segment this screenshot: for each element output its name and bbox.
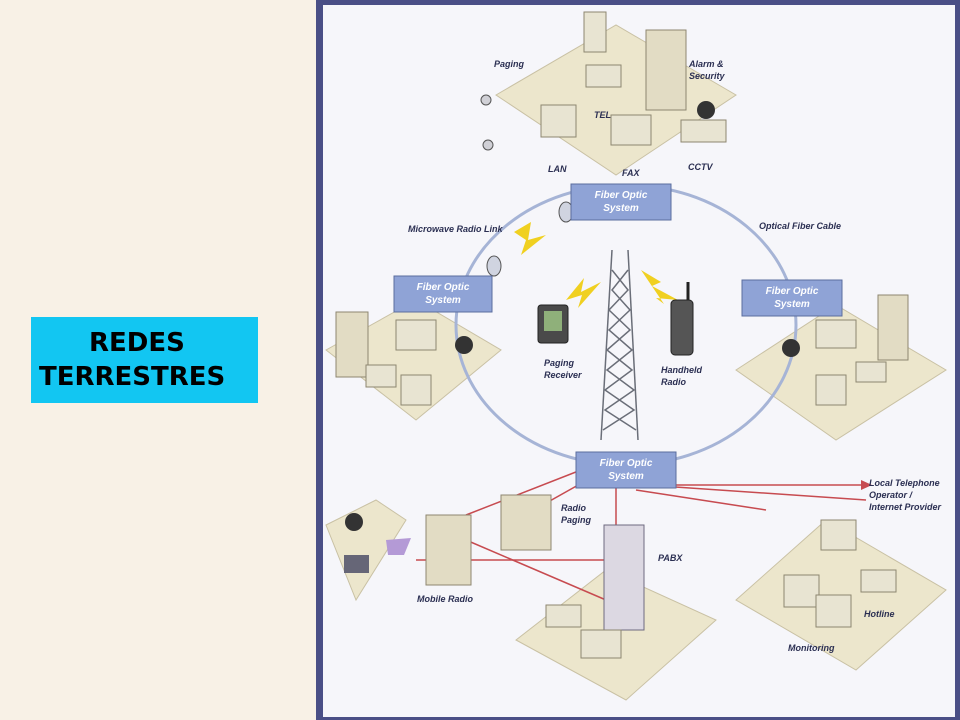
right-floor-platform <box>735 304 947 441</box>
label-paging: Paging <box>494 59 525 69</box>
monitoring-computer-icon <box>783 574 820 608</box>
fiber-box-label-line-2: System <box>608 471 644 482</box>
slide-title-box: REDES TERRESTRES <box>31 317 258 403</box>
fiber-box-label-line-1: Fiber Optic <box>766 286 819 297</box>
right-telephone-icon <box>855 361 887 383</box>
mobile-radio-antenna-icon <box>386 538 411 555</box>
label-cctv: CCTV <box>688 162 713 172</box>
label-pabx: PABX <box>658 553 683 563</box>
alarm-security-cabinet-icon <box>645 29 687 111</box>
label-local-telephone-line-2: Operator / <box>869 490 914 500</box>
cctv-monitor-icon <box>680 119 727 143</box>
fiber-optic-system-box-left: Fiber Optic System <box>393 275 493 313</box>
speaker-icon <box>480 94 492 106</box>
lan-computer-icon <box>540 104 577 138</box>
hotline-telephone-icon <box>860 569 897 593</box>
fax-icon <box>610 114 652 146</box>
left-cctv-icon <box>455 336 473 354</box>
fiber-box-label-line-1: Fiber Optic <box>595 190 648 201</box>
network-diagram-frame: Fiber Optic System Fiber Optic System Fi… <box>316 0 960 720</box>
fiber-optic-system-box-bottom: Fiber Optic System <box>575 451 677 489</box>
right-fax-icon <box>815 319 857 349</box>
label-microwave-radio-link: Microwave Radio Link <box>408 224 504 234</box>
radio-paging-unit-icon <box>500 494 552 551</box>
speaker-icon <box>482 139 494 151</box>
right-computer-icon <box>815 374 847 406</box>
label-monitoring: Monitoring <box>788 643 835 653</box>
network-diagram: Fiber Optic System Fiber Optic System Fi… <box>323 5 955 717</box>
monitoring-computer-icon <box>815 594 852 628</box>
right-cabinet-icon <box>877 294 909 361</box>
slide-title-line-1: REDES <box>89 328 185 358</box>
label-local-telephone-line-3: Internet Provider <box>869 502 942 512</box>
label-radio-paging-line-1: Radio <box>561 503 587 513</box>
telephone-icon <box>585 64 622 88</box>
fiber-box-label-line-1: Fiber Optic <box>600 458 653 469</box>
left-computer-icon <box>400 374 432 406</box>
fiber-optic-system-box-right: Fiber Optic System <box>741 279 843 317</box>
bottom-telephone-icon <box>545 604 582 628</box>
fiber-box-label-line-1: Fiber Optic <box>417 282 470 293</box>
label-paging-receiver-line-1: Paging <box>544 358 575 368</box>
label-lan: LAN <box>548 164 567 174</box>
paging-bolt <box>566 278 601 308</box>
fiber-optic-system-box-top: Fiber Optic System <box>570 183 672 221</box>
label-tel: TEL <box>594 110 611 120</box>
mobile-radio-user-icon <box>345 513 363 531</box>
handheld-bolt <box>641 270 678 304</box>
cctv-camera-icon <box>697 101 715 119</box>
arrow-to-local-telephone <box>861 480 872 490</box>
label-handheld-radio-line-2: Radio <box>661 377 687 387</box>
label-mobile-radio: Mobile Radio <box>417 594 474 604</box>
radio-tower <box>600 249 639 441</box>
pabx-rack-icon <box>603 524 645 631</box>
label-fax: FAX <box>622 168 641 178</box>
left-fax-icon <box>395 319 437 351</box>
fiber-box-label-line-2: System <box>774 299 810 310</box>
handheld-radio-icon <box>670 299 694 356</box>
label-local-telephone-line-1: Local Telephone <box>869 478 940 488</box>
right-cctv-icon <box>782 339 800 357</box>
label-radio-paging-line-2: Paging <box>561 515 592 525</box>
fiber-box-label-line-2: System <box>425 295 461 306</box>
fiber-box-label-line-2: System <box>603 203 639 214</box>
label-hotline: Hotline <box>864 609 895 619</box>
label-alarm-line-1: Alarm & <box>688 59 724 69</box>
microwave-dish-icon <box>486 255 502 277</box>
left-telephone-icon <box>365 364 397 388</box>
bottom-fax-icon <box>580 629 622 659</box>
pager-screen <box>544 311 562 331</box>
hotline-computer-icon <box>820 519 857 551</box>
label-optical-fiber-cable: Optical Fiber Cable <box>759 221 841 231</box>
label-handheld-radio-line-1: Handheld <box>661 365 703 375</box>
microwave-link-bolt <box>514 222 546 255</box>
label-paging-receiver-line-2: Receiver <box>544 370 582 380</box>
mobile-radio-handset-icon <box>344 555 369 573</box>
paging-unit-icon <box>583 11 607 53</box>
left-cabinet-icon <box>335 311 369 378</box>
mobile-radio-cabinet-icon <box>425 514 472 586</box>
label-alarm-line-2: Security <box>689 71 726 81</box>
slide-title-line-2: TERRESTRES <box>39 362 226 392</box>
